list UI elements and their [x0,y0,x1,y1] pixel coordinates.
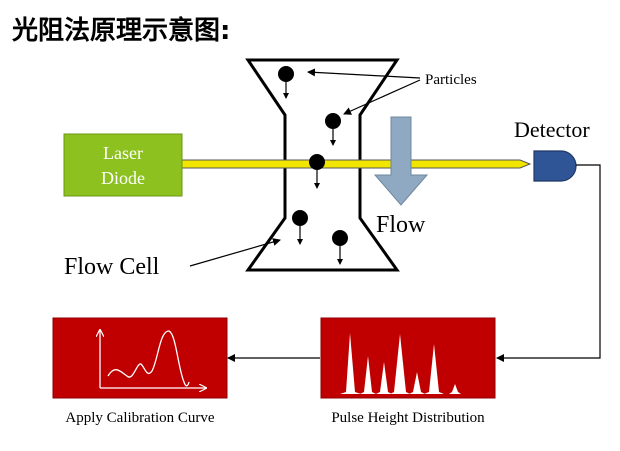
pulse-height-panel: Pulse Height Distribution [320,317,496,426]
laser-label-line1: Laser [103,143,143,163]
flow-cell-pointer [189,238,281,267]
detector-connector [496,164,601,362]
flow-arrow [373,116,429,206]
particle [309,154,325,189]
detector-label: Detector [514,117,590,142]
particle [278,66,294,99]
calibration-graph [100,330,206,388]
detector [533,150,577,182]
flow-cell-label: Flow Cell [64,254,160,280]
particles-pointer [307,68,421,79]
particles-label: Particles [425,72,477,88]
flow-label: Flow [376,212,426,238]
laser-diode: Laser Diode [63,133,183,197]
pulse-label: Pulse Height Distribution [331,410,485,426]
page-title: 光阻法原理示意图: [12,16,231,46]
laser-label-line2: Diode [101,168,145,188]
laser-beam [181,159,532,169]
particles-pointer [343,79,421,115]
particle [292,210,308,245]
particle [332,230,348,265]
pulse-spikes [340,333,461,394]
calibration-label: Apply Calibration Curve [65,410,214,426]
particle [325,113,341,146]
calibration-panel: Apply Calibration Curve [52,317,228,426]
